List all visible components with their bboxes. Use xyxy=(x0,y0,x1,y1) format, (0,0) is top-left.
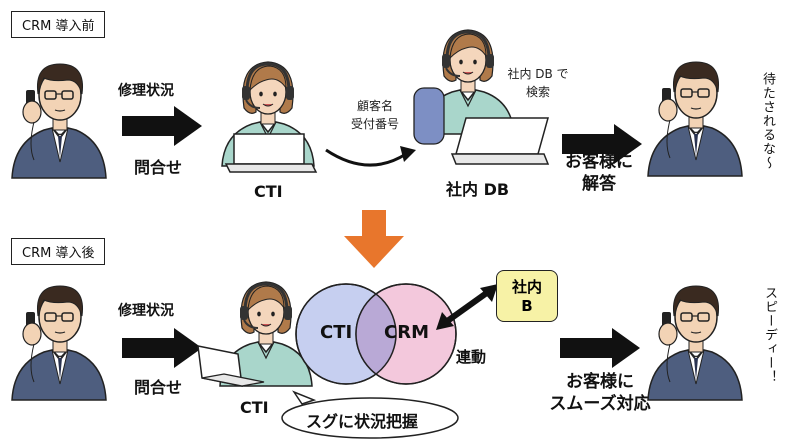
answer-line2-after: スムーズ対応 xyxy=(549,394,651,414)
laptop-icon xyxy=(197,345,265,387)
search-line2: 検索 xyxy=(525,85,550,99)
answer-line2: 解答 xyxy=(582,174,616,194)
answer-line1: お客様に xyxy=(565,152,633,172)
inquiry-bottom-label: 問合せ xyxy=(134,158,183,177)
inquiry-top-label: 修理状況 xyxy=(118,83,174,99)
down-arrow-icon xyxy=(344,210,404,268)
laptop-icon xyxy=(224,133,318,173)
inquiry-top-label-after: 修理状況 xyxy=(118,303,174,319)
double-arrow-icon xyxy=(436,284,498,330)
chair-icon xyxy=(413,87,445,145)
db-box-line1: 社内 xyxy=(511,278,542,296)
curved-arrow-icon xyxy=(325,146,416,167)
bubble-text: スグに状況把握 xyxy=(306,412,419,431)
pass-line1: 顧客名 xyxy=(356,99,393,113)
speech-bubble xyxy=(281,390,459,439)
inquiry-bottom-label-after: 問合せ xyxy=(134,378,183,397)
db-box: 社内 B xyxy=(496,270,558,322)
answer-line1-after: お客様に xyxy=(566,372,634,392)
before-tag: CRM 導入前 xyxy=(11,11,106,38)
venn-diagram xyxy=(295,283,457,385)
cti-label-after: CTI xyxy=(240,398,269,417)
circle-crm-label: CRM xyxy=(384,322,429,343)
phone-customer-icon xyxy=(11,285,107,401)
right-arrow-icon xyxy=(122,328,202,368)
after-tag: CRM 導入後 xyxy=(11,238,106,265)
phone-customer-icon xyxy=(11,63,107,179)
phone-customer-icon xyxy=(647,61,743,177)
right-arrow-icon xyxy=(562,124,642,164)
cti-label: CTI xyxy=(254,182,283,201)
laptop-icon xyxy=(450,117,550,165)
link-label: 連動 xyxy=(456,348,487,366)
circle-cti-label: CTI xyxy=(320,322,353,343)
right-arrow-icon xyxy=(122,106,202,146)
customer-voice-after: スピーディー！ xyxy=(762,286,777,384)
phone-customer-icon xyxy=(647,285,743,401)
customer-voice-before: 待たされるな〜 xyxy=(760,72,775,170)
pass-line2: 受付番号 xyxy=(350,117,399,131)
right-arrow-icon xyxy=(560,328,640,368)
db-label: 社内 DB xyxy=(446,180,510,199)
db-box-line2: B xyxy=(521,297,533,315)
search-line1: 社内 DB で xyxy=(507,67,569,81)
